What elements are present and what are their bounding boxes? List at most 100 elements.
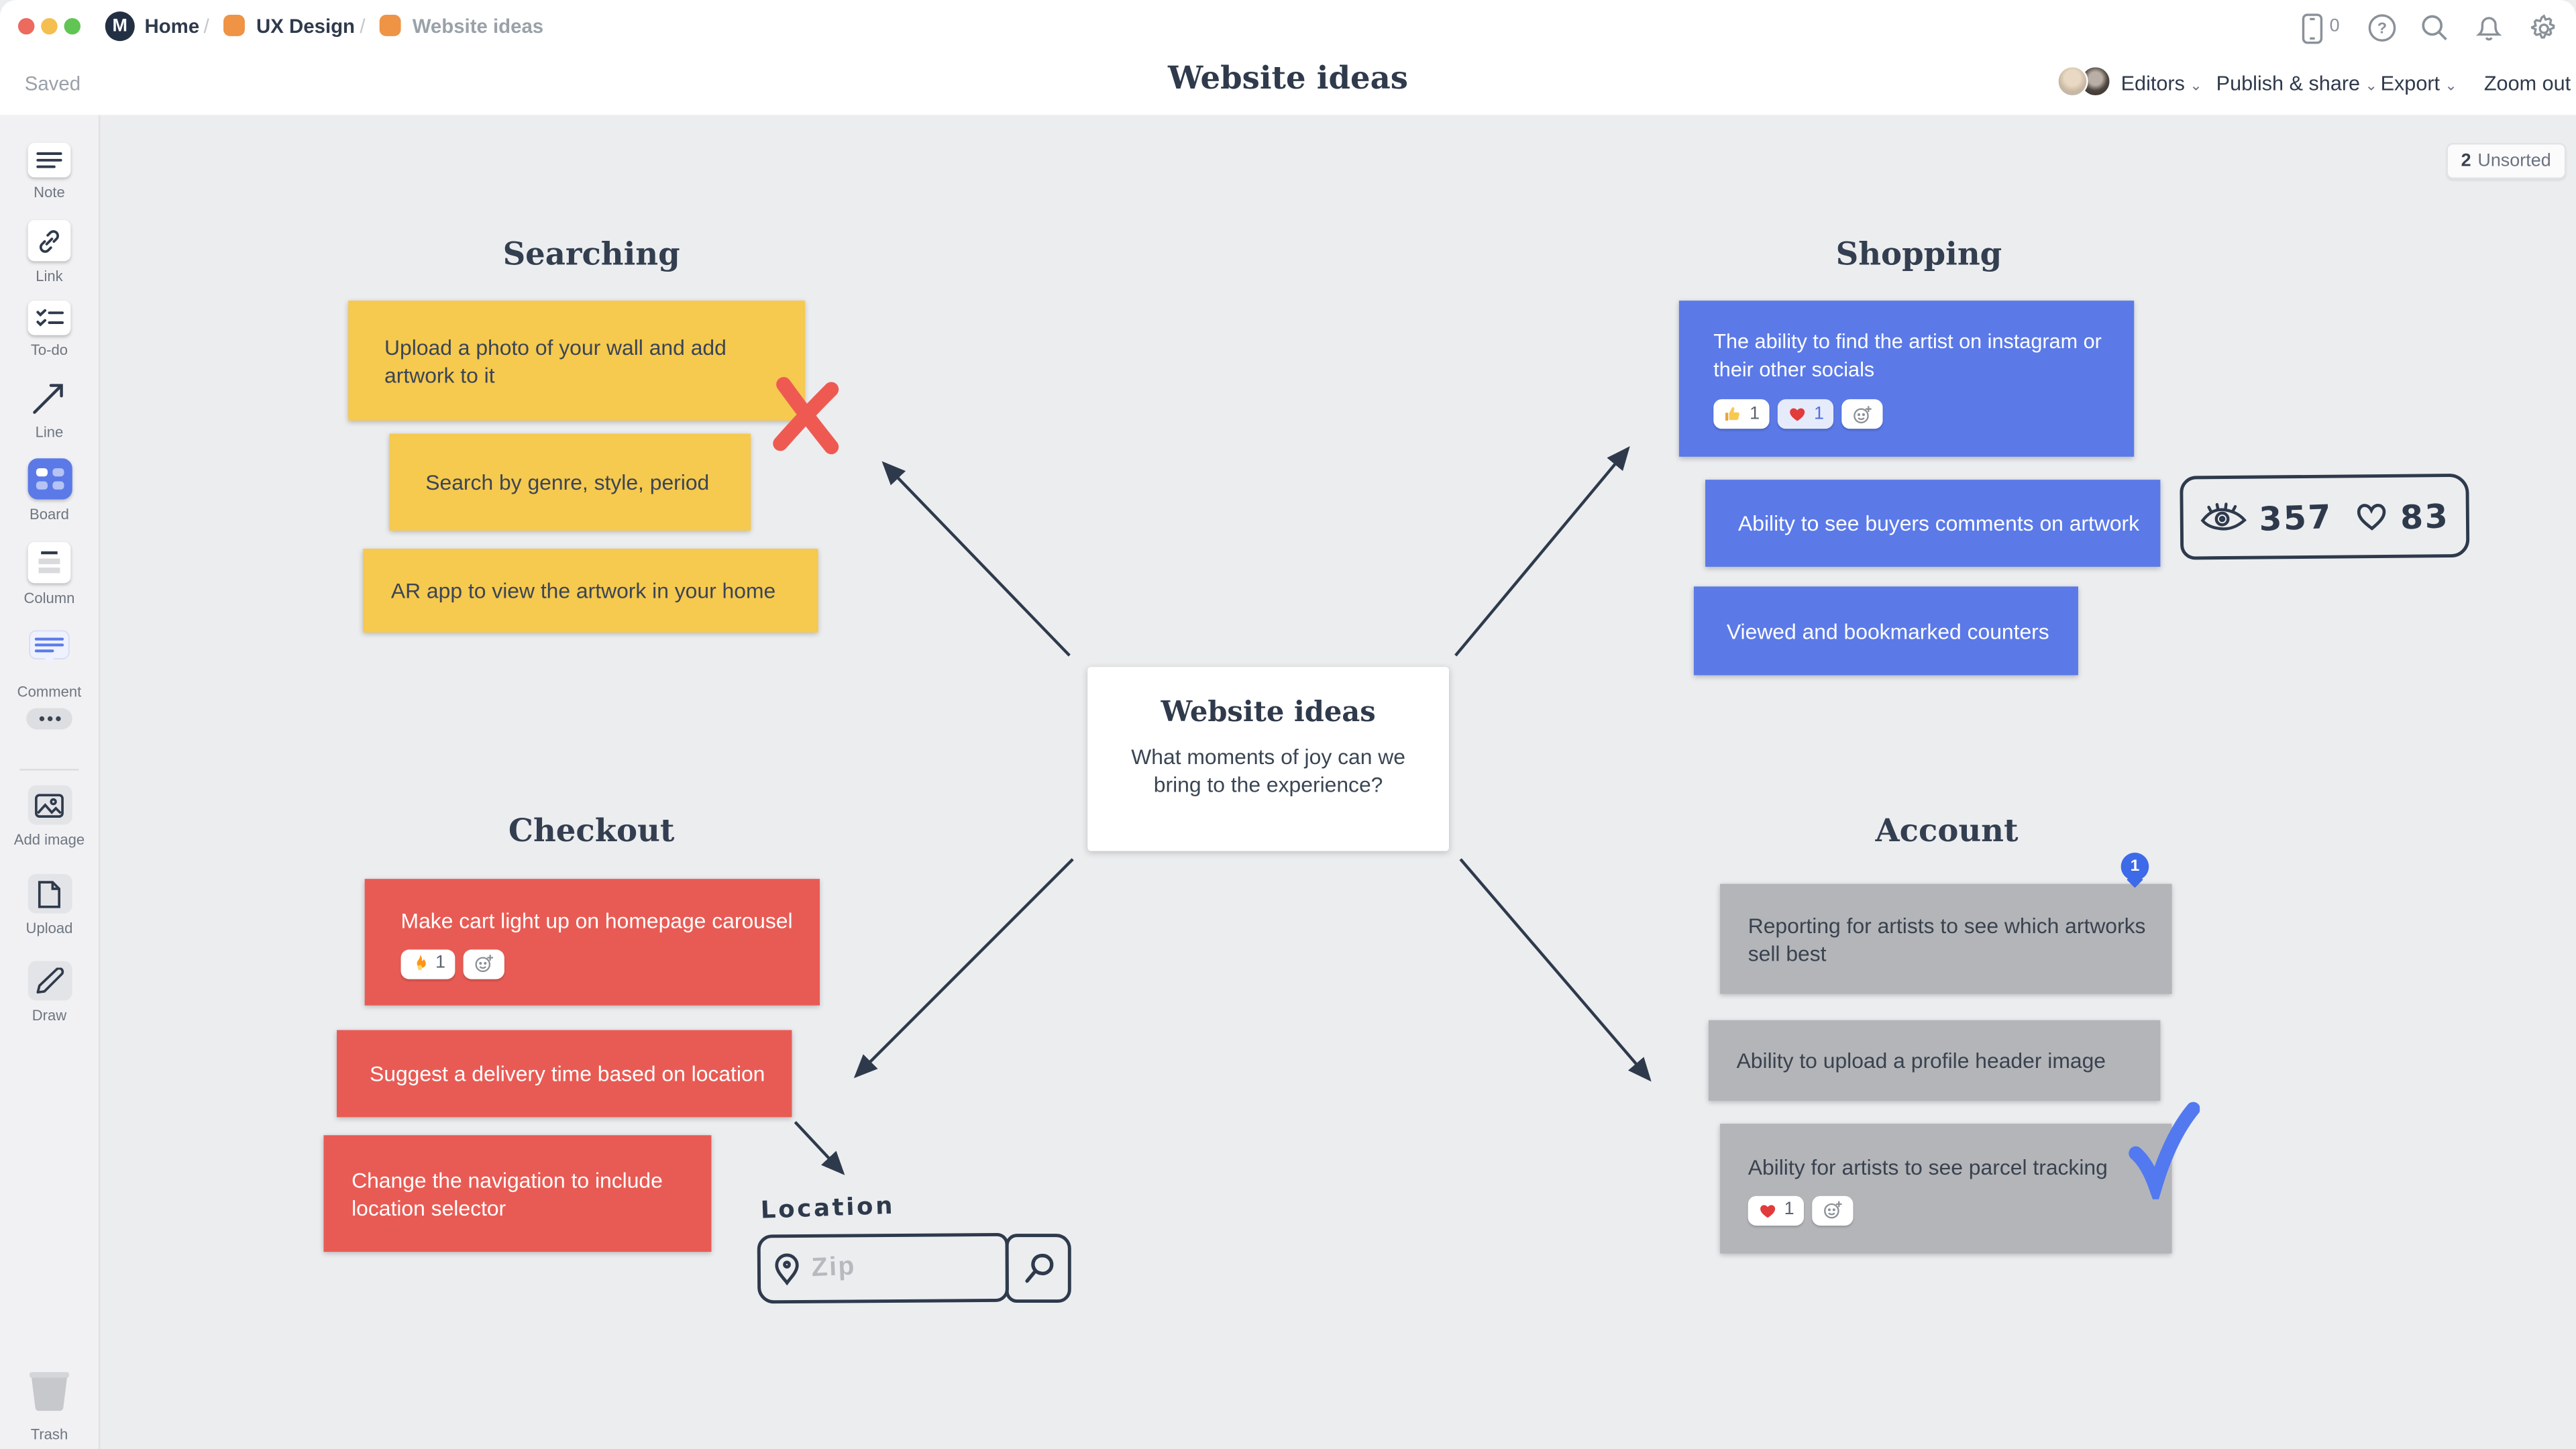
reaction-thumbs-up[interactable]: 1 — [1713, 399, 1770, 429]
reaction-heart[interactable]: 1 — [1748, 1195, 1805, 1225]
likes-count: 83 — [2400, 495, 2451, 537]
fire-icon — [417, 955, 426, 971]
central-idea-card[interactable]: Website ideas What moments of joy can we… — [1087, 667, 1450, 851]
note-text: Reporting for artists to see which artwo… — [1748, 912, 2146, 965]
note-card[interactable]: Search by genre, style, period — [389, 433, 751, 531]
zoom-out-button[interactable]: Zoom out — [2483, 72, 2571, 96]
tool-upload[interactable]: Upload — [0, 873, 99, 936]
add-reaction-icon — [475, 955, 494, 973]
link-icon — [28, 220, 71, 262]
note-card[interactable]: Upload a photo of your wall and add artw… — [348, 301, 806, 421]
note-card[interactable]: Viewed and bookmarked counters — [1693, 586, 2078, 676]
help-icon[interactable]: ? — [2367, 13, 2397, 51]
note-card[interactable]: Suggest a delivery time based on locatio… — [337, 1030, 792, 1118]
export-menu[interactable]: Export⌄ — [2380, 72, 2457, 96]
note-text: Ability to see buyers comments on artwor… — [1738, 511, 2140, 536]
note-card[interactable]: The ability to find the artist on instag… — [1678, 301, 2135, 457]
publish-share-menu[interactable]: Publish & share⌄ — [2216, 72, 2377, 96]
note-text: Change the navigation to include locatio… — [352, 1167, 663, 1220]
tool-board[interactable]: Board — [0, 458, 99, 523]
tool-comment[interactable]: Comment — [0, 629, 99, 700]
tool-label: Board — [30, 506, 69, 523]
breadcrumb-separator: / — [203, 15, 209, 38]
board-icon — [379, 15, 401, 36]
note-card[interactable]: Ability to upload a profile header image — [1708, 1020, 2161, 1101]
note-card[interactable]: Ability for artists to see parcel tracki… — [1720, 1124, 2172, 1254]
reactions-row: 1 — [400, 949, 807, 979]
notifications-bell-icon[interactable] — [2474, 13, 2504, 51]
note-text: Make cart light up on homepage carousel — [400, 908, 793, 932]
traffic-minimize-button[interactable] — [41, 17, 58, 35]
add-reaction-button[interactable] — [1812, 1195, 1854, 1225]
add-reaction-button[interactable] — [463, 949, 505, 979]
note-card[interactable]: Reporting for artists to see which artwo… — [1720, 883, 2172, 994]
breadcrumb-ux-design[interactable]: UX Design — [256, 15, 356, 38]
mobile-app-icon[interactable] — [2302, 13, 2323, 53]
breadcrumb-home[interactable]: Home — [144, 15, 200, 38]
editor-avatar[interactable] — [2057, 65, 2088, 97]
location-search-button-doodle[interactable] — [1005, 1234, 1071, 1303]
section-title-checkout[interactable]: Checkout — [508, 813, 675, 850]
comment-count-badge[interactable]: 1 — [2121, 853, 2149, 881]
heart-icon — [1760, 1204, 1776, 1218]
note-card[interactable]: AR app to view the artwork in your home — [363, 548, 818, 633]
trash-dropzone[interactable]: Trash — [0, 1368, 99, 1442]
note-text: Ability for artists to see parcel tracki… — [1748, 1154, 2108, 1179]
window-header: M Home / UX Design / Website ideas 0 ? — [0, 0, 2576, 115]
note-text: The ability to find the artist on instag… — [1713, 330, 2102, 382]
save-status: Saved — [24, 72, 81, 96]
tool-label: Line — [35, 423, 64, 441]
reactions-row: 1 — [1748, 1195, 2159, 1225]
more-dots-icon — [26, 708, 72, 730]
search-icon[interactable] — [2420, 13, 2449, 51]
note-card[interactable]: Make cart light up on homepage carousel … — [364, 879, 820, 1006]
add-reaction-button[interactable] — [1841, 399, 1884, 429]
heart-icon — [1790, 408, 1805, 421]
board-canvas[interactable]: 2 Unsorted Searching Upload a photo of y… — [99, 115, 2576, 1449]
tool-line[interactable]: Line — [0, 378, 99, 440]
tool-draw[interactable]: Draw — [0, 961, 99, 1024]
eye-doodle-icon — [2200, 502, 2247, 531]
unsorted-count: 2 — [2461, 151, 2471, 171]
draw-pen-icon — [27, 961, 72, 1001]
editors-menu[interactable]: Editors⌄ — [2121, 72, 2202, 96]
unsorted-badge[interactable]: 2 Unsorted — [2446, 143, 2566, 179]
card-title: Website ideas — [1161, 696, 1376, 730]
traffic-close-button[interactable] — [17, 17, 35, 35]
note-icon — [28, 143, 71, 178]
board-icon — [223, 15, 245, 36]
line-arrow-icon — [28, 378, 71, 417]
traffic-zoom-button[interactable] — [64, 17, 81, 35]
tool-todo[interactable]: To-do — [0, 301, 99, 358]
note-text: Upload a photo of your wall and add artw… — [384, 334, 727, 387]
section-title-shopping[interactable]: Shopping — [1835, 236, 2002, 273]
counters-doodle[interactable]: 357 83 — [2180, 473, 2470, 560]
settings-gear-icon[interactable] — [2528, 13, 2560, 53]
tool-label: Column — [23, 590, 75, 606]
section-title-searching[interactable]: Searching — [502, 236, 680, 273]
more-tools-button[interactable] — [0, 708, 99, 730]
add-reaction-icon — [1854, 405, 1872, 423]
tool-add-image[interactable]: Add image — [0, 785, 99, 848]
reactions-row: 1 1 — [1713, 399, 2124, 429]
breadcrumb-separator: / — [360, 15, 366, 38]
breadcrumb-current: Website ideas — [412, 15, 544, 38]
section-title-account[interactable]: Account — [1875, 813, 2019, 850]
reaction-count: 1 — [1750, 403, 1760, 423]
tool-note[interactable]: Note — [0, 143, 99, 201]
map-pin-doodle-icon — [775, 1253, 799, 1286]
milanote-logo[interactable]: M — [105, 11, 135, 42]
badge-count: 1 — [2130, 857, 2140, 876]
heart-doodle-icon — [2357, 504, 2385, 531]
tool-column[interactable]: Column — [0, 542, 99, 606]
reaction-fire[interactable]: 1 — [400, 949, 455, 979]
note-card[interactable]: Ability to see buyers comments on artwor… — [1705, 480, 2161, 567]
note-card[interactable]: Change the navigation to include locatio… — [323, 1135, 712, 1252]
magnifier-doodle-icon — [1025, 1254, 1054, 1283]
tool-link[interactable]: Link — [0, 220, 99, 284]
location-zip-input-doodle[interactable]: Zip — [757, 1232, 1010, 1304]
reaction-heart[interactable]: 1 — [1778, 399, 1834, 429]
zip-placeholder: Zip — [810, 1252, 857, 1283]
note-text: AR app to view the artwork in your home — [390, 578, 776, 603]
